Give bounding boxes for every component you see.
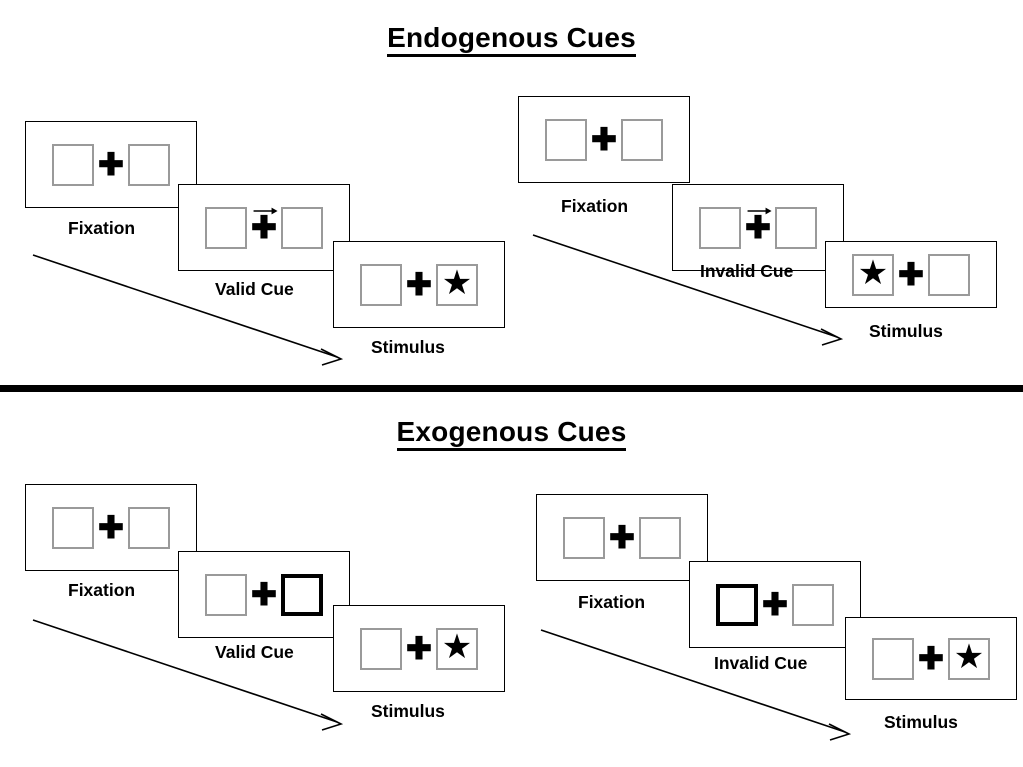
plus-icon: ✚ [762, 587, 788, 622]
endogenous-invalid-cue-frame: ✚ [672, 184, 844, 271]
caption-endogenous-valid-cue: Valid Cue [215, 279, 294, 299]
fixation-cross-with-cue: ✚ [247, 207, 281, 249]
caption-endogenous-invalid-cue: Invalid Cue [700, 261, 794, 281]
section-title-endogenous-text: Endogenous Cues [387, 22, 636, 57]
plus-icon: ✚ [406, 267, 432, 302]
fixation-cross: ✚ [247, 574, 281, 616]
exogenous-invalid-fixation-frame: ✚ [536, 494, 708, 581]
right-box [792, 583, 834, 626]
left-box [52, 506, 94, 549]
right-box [621, 118, 663, 161]
endogenous-valid-cue-frame: ✚ [178, 184, 350, 271]
plus-icon: ✚ [745, 210, 771, 245]
fixation-cross: ✚ [587, 119, 621, 161]
left-box [545, 118, 587, 161]
plus-icon: ✚ [918, 641, 944, 676]
right-box [281, 206, 323, 249]
exogenous-valid-stimulus-frame: ✚ ★ [333, 605, 505, 692]
left-box [52, 143, 94, 186]
exogenous-invalid-cue-frame: ✚ [689, 561, 861, 648]
caption-endogenous-invalid-fixation: Fixation [561, 196, 629, 216]
caption-exogenous-valid-fixation: Fixation [68, 580, 136, 600]
section-title-exogenous-text: Exogenous Cues [396, 416, 627, 451]
section-divider [0, 385, 1023, 392]
right-box [639, 516, 681, 559]
right-box-target: ★ [436, 627, 478, 670]
left-box-target: ★ [852, 253, 894, 296]
endogenous-invalid-fixation-frame: ✚ [518, 96, 690, 183]
caption-endogenous-valid-stimulus: Stimulus [371, 337, 445, 357]
caption-exogenous-invalid-stimulus: Stimulus [884, 712, 958, 732]
arrow-right-cue-icon [747, 207, 772, 214]
time-arrow-exogenous-invalid [540, 629, 852, 741]
left-box [563, 516, 605, 559]
fixation-cross-with-cue: ✚ [741, 207, 775, 249]
left-box [205, 573, 247, 616]
time-arrow-endogenous-valid [32, 254, 344, 366]
exogenous-invalid-stimulus-frame: ✚ ★ [845, 617, 1017, 700]
right-box-target: ★ [436, 263, 478, 306]
exogenous-valid-fixation-frame: ✚ [25, 484, 197, 571]
left-box [205, 206, 247, 249]
caption-endogenous-valid-fixation: Fixation [68, 218, 136, 238]
section-title-exogenous: Exogenous Cues [0, 416, 1023, 451]
caption-endogenous-invalid-stimulus: Stimulus [869, 321, 943, 341]
left-box [360, 263, 402, 306]
caption-exogenous-invalid-fixation: Fixation [578, 592, 646, 612]
time-arrow-exogenous-valid [32, 619, 344, 731]
plus-icon: ✚ [591, 122, 617, 157]
fixation-cross: ✚ [402, 628, 436, 670]
right-box [775, 206, 817, 249]
caption-exogenous-invalid-cue: Invalid Cue [714, 653, 808, 673]
plus-icon: ✚ [251, 210, 277, 245]
right-box [128, 143, 170, 186]
fixation-cross: ✚ [914, 638, 948, 680]
exogenous-valid-cue-frame: ✚ [178, 551, 350, 638]
left-box-cued [716, 583, 758, 626]
fixation-cross: ✚ [894, 254, 928, 296]
right-box-cued [281, 573, 323, 616]
left-box [360, 627, 402, 670]
plus-icon: ✚ [406, 631, 432, 666]
plus-icon: ✚ [251, 577, 277, 612]
fixation-cross: ✚ [758, 584, 792, 626]
star-icon: ★ [857, 254, 889, 292]
right-box-target: ★ [948, 637, 990, 680]
fixation-cross: ✚ [402, 264, 436, 306]
time-arrow-endogenous-invalid [532, 234, 844, 346]
caption-exogenous-valid-cue: Valid Cue [215, 642, 294, 662]
section-title-endogenous: Endogenous Cues [0, 22, 1023, 57]
endogenous-invalid-stimulus-frame: ★ ✚ [825, 241, 997, 308]
right-box [128, 506, 170, 549]
endogenous-valid-stimulus-frame: ✚ ★ [333, 241, 505, 328]
caption-exogenous-valid-stimulus: Stimulus [371, 701, 445, 721]
plus-icon: ✚ [98, 510, 124, 545]
right-box [928, 253, 970, 296]
fixation-cross: ✚ [94, 507, 128, 549]
left-box [872, 637, 914, 680]
plus-icon: ✚ [609, 520, 635, 555]
star-icon: ★ [441, 628, 473, 666]
star-icon: ★ [953, 638, 985, 676]
fixation-cross: ✚ [605, 517, 639, 559]
endogenous-valid-fixation-frame: ✚ [25, 121, 197, 208]
left-box [699, 206, 741, 249]
arrow-right-cue-icon [253, 207, 278, 214]
plus-icon: ✚ [898, 257, 924, 292]
star-icon: ★ [441, 264, 473, 302]
fixation-cross: ✚ [94, 144, 128, 186]
plus-icon: ✚ [98, 147, 124, 182]
